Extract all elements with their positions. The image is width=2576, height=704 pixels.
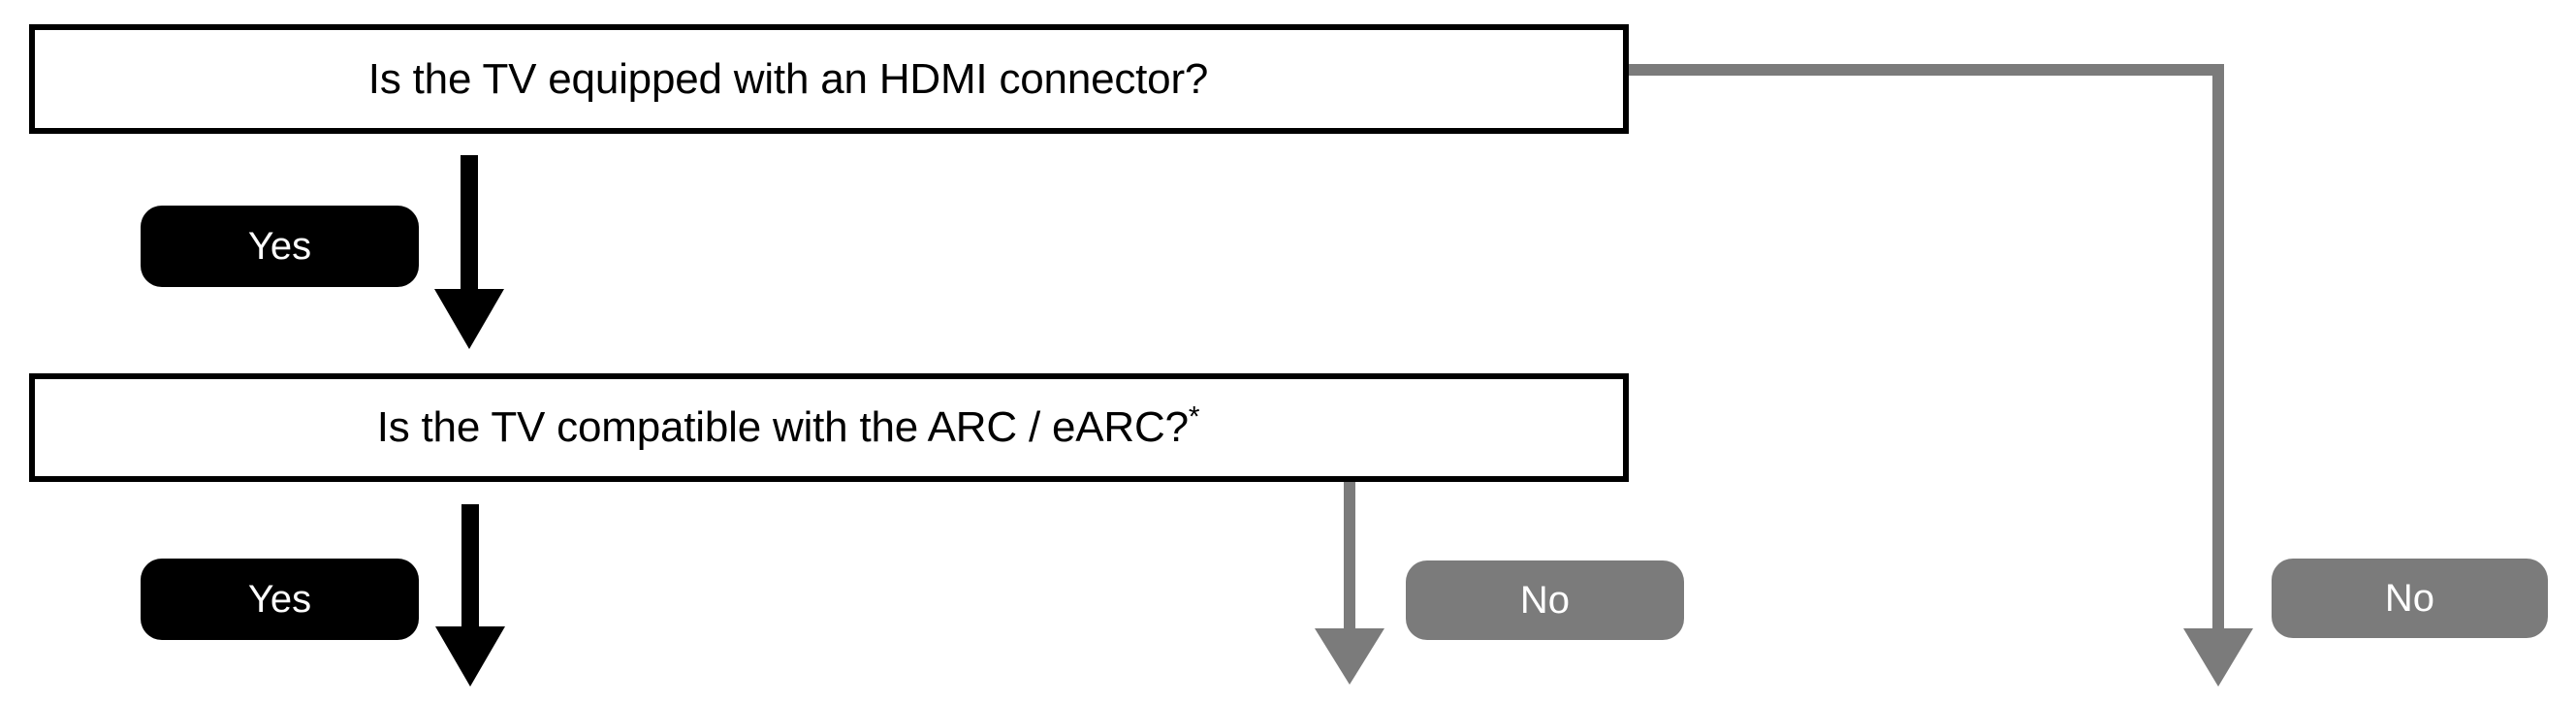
badge-no-hdmi[interactable]: No	[2272, 559, 2548, 638]
badge-no-arc-label: No	[1519, 579, 1571, 622]
connector-arc-yes-arrow	[435, 504, 505, 687]
decision-box-hdmi-label: Is the TV equipped with an HDMI connecto…	[367, 54, 1209, 103]
badge-no-arc[interactable]: No	[1406, 560, 1684, 640]
badge-yes-arc[interactable]: Yes	[141, 559, 419, 640]
badge-yes-arc-label: Yes	[247, 578, 312, 621]
badge-yes-hdmi[interactable]: Yes	[141, 206, 419, 287]
decision-box-arc-label-main: Is the TV compatible with the ARC / eARC…	[376, 403, 1189, 451]
badge-yes-hdmi-label: Yes	[247, 225, 312, 268]
connector-arc-no-arrow	[1315, 482, 1384, 685]
connector-hdmi-yes-arrow	[434, 155, 504, 349]
decision-box-hdmi[interactable]: Is the TV equipped with an HDMI connecto…	[29, 24, 1629, 134]
decision-box-arc-label: Is the TV compatible with the ARC / eARC…	[35, 402, 1623, 451]
connector-hdmi-no-arrow	[1627, 64, 2253, 687]
footnote-marker-asterisk: *	[1188, 400, 1200, 433]
badge-no-hdmi-label: No	[2384, 577, 2435, 620]
decision-box-arc[interactable]: Is the TV compatible with the ARC / eARC…	[29, 373, 1629, 482]
